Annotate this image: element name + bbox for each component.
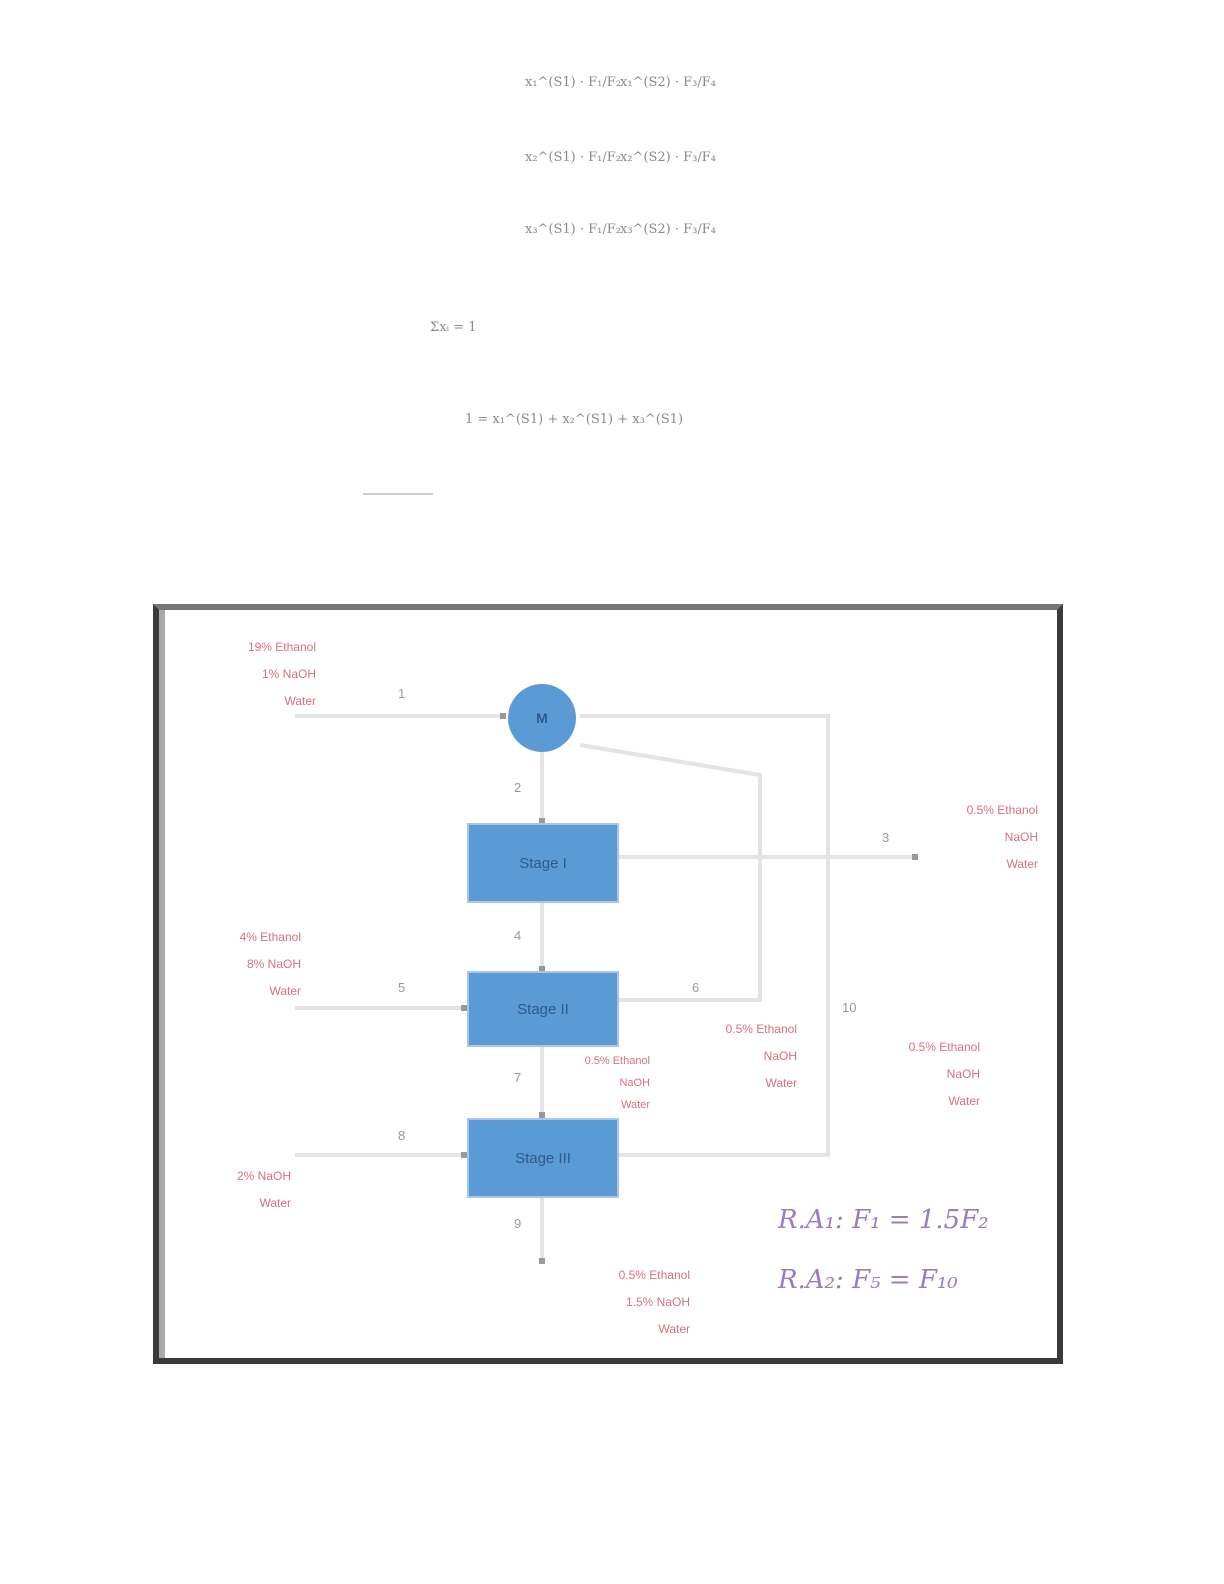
eq-row-3-left: x₃^(S1) · F₁/F₂ [525, 222, 621, 237]
stream-number-9: 9 [514, 1216, 522, 1231]
eq-sum: Σxᵢ = 1 [430, 320, 477, 335]
stage-3-box: Stage III [467, 1118, 619, 1198]
stream-number-5: 5 [398, 980, 406, 995]
eq-row-2-left: x₂^(S1) · F₁/F₂ [525, 150, 621, 165]
stream-6-line [579, 743, 762, 1002]
eq-row-3-right: x₃^(S2) · F₃/F₄ [620, 222, 716, 237]
stream-number-8: 8 [398, 1128, 406, 1143]
stream-10-line [580, 714, 830, 1157]
eq-closure: 1 = x₁^(S1) + x₂^(S1) + x₃^(S1) [465, 412, 684, 427]
diagram-frame [153, 604, 1063, 1364]
stream-number-7: 7 [514, 1070, 522, 1085]
footnote-rule [363, 493, 433, 495]
relation-2: R.A₂: F₅ = F₁₀ [778, 1265, 958, 1295]
stream-number-6: 6 [692, 980, 700, 995]
stream-number-1: 1 [398, 686, 406, 701]
eq-row-1-left: x₁^(S1) · F₁/F₂ [525, 75, 621, 90]
eq-row-2-right: x₂^(S2) · F₃/F₄ [620, 150, 716, 165]
stage-2-box: Stage II [467, 971, 619, 1047]
mixer-node: M [508, 684, 576, 752]
stage-1-box: Stage I [467, 823, 619, 903]
stream-number-4: 4 [514, 928, 522, 943]
stream-number-10: 10 [842, 1000, 857, 1015]
stream-number-2: 2 [514, 780, 522, 795]
eq-row-1-right: x₁^(S2) · F₃/F₄ [620, 75, 716, 90]
stream-number-3: 3 [882, 830, 890, 845]
relation-1: R.A₁: F₁ = 1.5F₂ [778, 1205, 989, 1235]
